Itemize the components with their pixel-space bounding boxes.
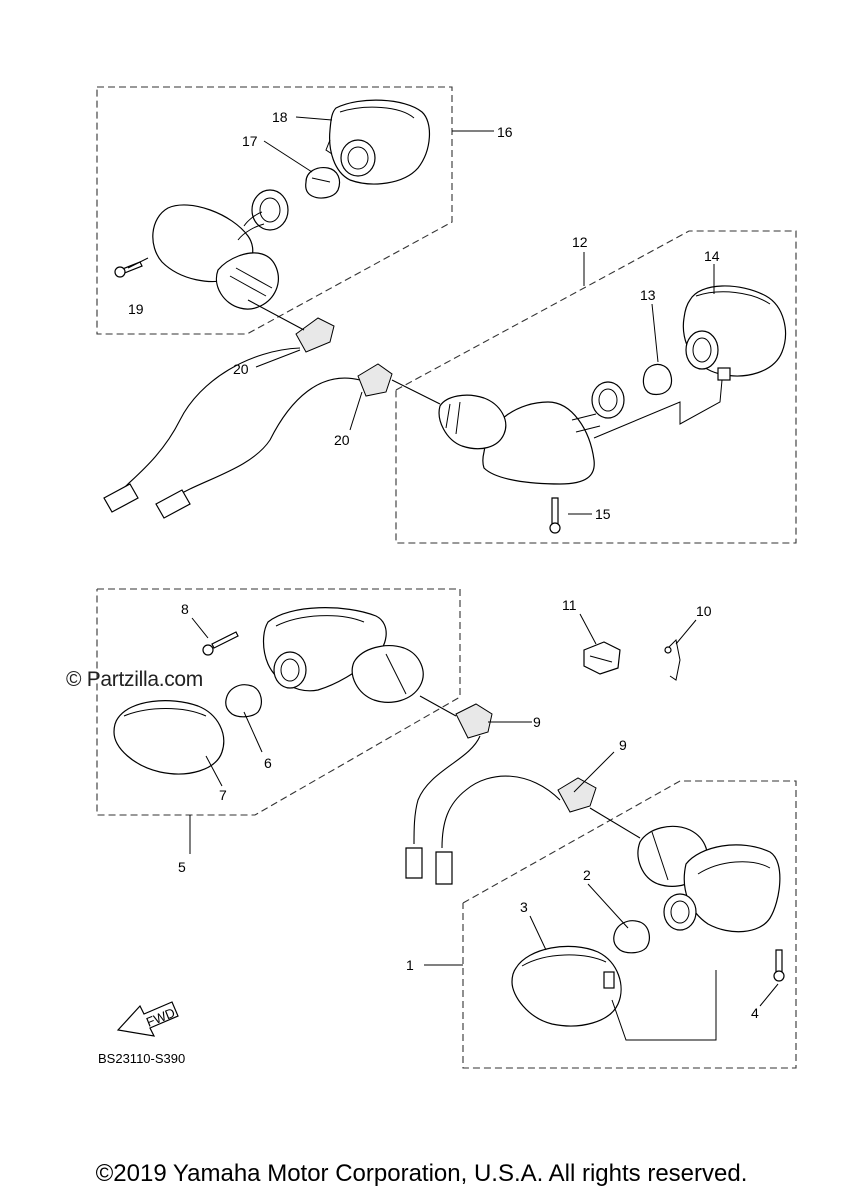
turn-signal-assembly-16 bbox=[114, 99, 431, 310]
callout-19: 19 bbox=[128, 301, 144, 317]
callout-20-left: 20 bbox=[233, 361, 249, 377]
lower-wiring-harness bbox=[405, 695, 641, 885]
assembly-box-5 bbox=[96, 588, 461, 816]
top-wiring-harness bbox=[103, 299, 441, 519]
partzilla-watermark: © Partzilla.com bbox=[66, 668, 204, 691]
callout-16: 16 bbox=[497, 124, 513, 140]
assembly-box-16 bbox=[96, 86, 453, 335]
callout-8: 8 bbox=[181, 601, 189, 617]
callout-2: 2 bbox=[583, 867, 591, 883]
callout-1: 1 bbox=[406, 957, 414, 973]
callout-13: 13 bbox=[640, 287, 656, 303]
assembly-box-12 bbox=[395, 230, 797, 544]
callout-17: 17 bbox=[242, 133, 258, 149]
callout-18: 18 bbox=[272, 109, 288, 125]
callout-3: 3 bbox=[520, 899, 528, 915]
callout-9-upper: 9 bbox=[533, 714, 541, 730]
fwd-label: FWD bbox=[144, 1005, 177, 1030]
copyright-notice: ©2019 Yamaha Motor Corporation, U.S.A. A… bbox=[95, 1160, 748, 1187]
callout-9-lower: 9 bbox=[619, 737, 627, 753]
callout-20-right: 20 bbox=[334, 432, 350, 448]
fwd-arrow-icon: FWD bbox=[116, 1001, 179, 1037]
callout-7: 7 bbox=[219, 787, 227, 803]
callout-12: 12 bbox=[572, 234, 588, 250]
turn-signal-assembly-12 bbox=[438, 285, 787, 534]
callout-14: 14 bbox=[704, 248, 720, 264]
callout-15: 15 bbox=[595, 506, 611, 522]
callout-11: 11 bbox=[562, 597, 577, 613]
assembly-box-1 bbox=[462, 780, 797, 1069]
callout-6: 6 bbox=[264, 755, 272, 771]
callout-5: 5 bbox=[178, 859, 186, 875]
turn-signal-assembly-5 bbox=[113, 607, 424, 775]
diagram-code: BS23110-S390 bbox=[98, 1051, 185, 1066]
band-10 bbox=[664, 638, 681, 681]
turn-signal-assembly-1 bbox=[511, 825, 785, 1041]
clamp-11 bbox=[583, 641, 621, 675]
callout-10: 10 bbox=[696, 603, 712, 619]
leader-lines bbox=[127, 116, 779, 1007]
callout-4: 4 bbox=[751, 1005, 759, 1021]
callout-numbers: 18 17 16 19 20 12 13 14 20 15 8 11 10 9 … bbox=[128, 109, 759, 1021]
